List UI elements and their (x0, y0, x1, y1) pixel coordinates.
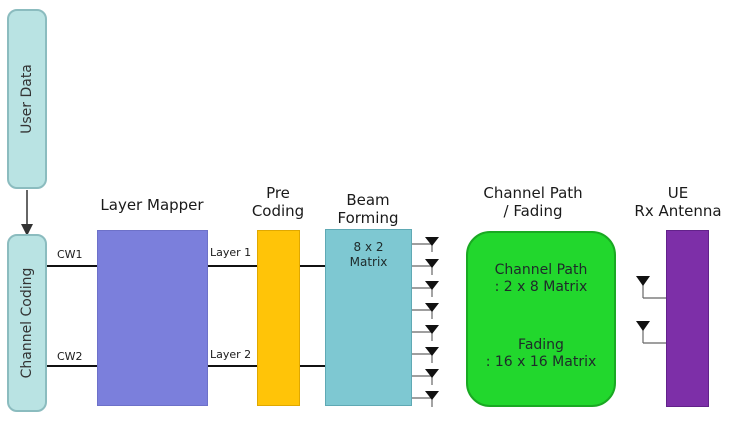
tx-antenna-icon (425, 237, 439, 246)
precoding-title-line2: Coding (251, 202, 305, 220)
rx-antenna-array (642, 282, 666, 344)
channel-path-matrix-line2: : 2 x 8 Matrix (494, 279, 588, 295)
ue-rx-antenna-title: UE Rx Antenna (628, 184, 728, 220)
beamforming-matrix-line1: 8 x 2 (353, 240, 384, 254)
layer1-label: Layer 1 (210, 246, 252, 259)
user-data-block: User Data (7, 9, 47, 189)
fading-matrix-caption: Fading : 16 x 16 Matrix (466, 337, 616, 371)
precoding-title-line1: Pre (266, 184, 290, 202)
channel-coding-block: Channel Coding (7, 234, 47, 412)
layer-mapper-block (97, 230, 208, 406)
tx-antenna-icon (425, 347, 439, 356)
layer2-label: Layer 2 (210, 348, 252, 361)
beamforming-title-line2: Forming (337, 209, 399, 227)
tx-antenna-icon (425, 303, 439, 312)
fading-matrix-line1: Fading (518, 337, 564, 353)
ue-rx-antenna-block (666, 230, 709, 407)
channel-path-fading-block (466, 231, 616, 407)
beamforming-matrix-line2: Matrix (349, 255, 388, 269)
channel-path-title: Channel Path / Fading (463, 184, 603, 220)
rx-antenna-icon (636, 321, 650, 331)
beamforming-title: Beam Forming (328, 191, 408, 227)
user-data-label: User Data (19, 64, 35, 134)
channel-path-matrix-caption: Channel Path : 2 x 8 Matrix (466, 262, 616, 296)
channel-coding-label: Channel Coding (19, 267, 35, 379)
channel-path-matrix-line1: Channel Path (494, 262, 588, 278)
tx-antenna-icon (425, 281, 439, 290)
channel-path-title-line1: Channel Path (483, 184, 583, 202)
tx-antenna-icon (425, 325, 439, 334)
tx-antenna-icon (425, 369, 439, 378)
tx-antenna-icon (425, 259, 439, 268)
cw1-label: CW1 (57, 248, 83, 261)
beamforming-title-line1: Beam (346, 191, 390, 209)
rx-antenna-icon (636, 276, 650, 286)
tx-antenna-icon (425, 391, 439, 400)
cw2-label: CW2 (57, 350, 83, 363)
precoding-title: Pre Coding (248, 184, 308, 220)
fading-matrix-line2: : 16 x 16 Matrix (485, 354, 597, 370)
precoding-block (257, 230, 300, 406)
ue-title-line1: UE (667, 184, 689, 202)
ue-title-line2: Rx Antenna (634, 202, 722, 220)
beamforming-matrix-caption: 8 x 2 Matrix (325, 240, 412, 270)
tx-antenna-icons (425, 237, 439, 400)
layer-mapper-title: Layer Mapper (100, 196, 204, 214)
channel-path-title-line2: / Fading (503, 202, 563, 220)
beamforming-block (325, 229, 412, 406)
